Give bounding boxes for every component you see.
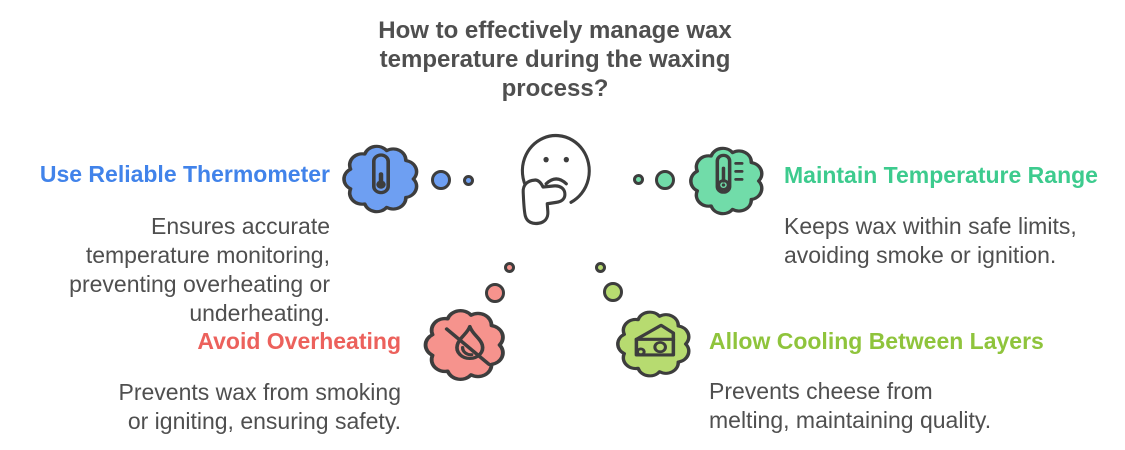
thought-bubble-red [423,309,505,381]
crossed-flame-icon [444,324,491,366]
heading-maintain-temperature-range: Maintain Temperature Range [784,162,1098,188]
thought-dot-lime-large [603,282,623,302]
description-line: Prevents wax from smoking [118,379,401,405]
page-title-line: How to effectively manage wax [378,17,732,44]
heading-use-reliable-thermometer: Use Reliable Thermometer [39,161,330,187]
heading-allow-cooling-between-layers: Allow Cooling Between Layers [709,328,1044,354]
description-line: avoiding smoke or ignition. [784,242,1057,268]
thought-bubble-green [689,146,764,216]
description-avoid-overheating: Prevents wax from smoking or igniting, e… [70,378,401,436]
description-line: or igniting, ensuring safety. [127,408,401,434]
heading-avoid-overheating: Avoid Overheating [197,328,401,354]
thermometer-range-icon [715,153,744,194]
cheese-icon [634,323,676,357]
thought-dot-blue-small [463,175,474,186]
left-eye [543,156,549,163]
thought-bubble-lime [616,310,691,378]
thought-dot-blue-large [431,170,451,190]
description-allow-cooling-between-layers: Prevents cheese from melting, maintainin… [709,377,1109,435]
description-line: Ensures accurate [151,213,330,239]
thought-dot-red-small [504,262,515,273]
right-eye [563,156,569,163]
frown-mouth [544,177,568,186]
head-outline [520,133,591,204]
description-line: underheating. [189,300,330,326]
description-line: Keeps wax within safe limits, [784,213,1077,239]
thought-bubble-blue [342,144,419,214]
description-maintain-temperature-range: Keeps wax within safe limits, avoiding s… [784,212,1125,270]
thought-dot-green-large [655,170,675,190]
thought-dot-green-small [633,174,644,185]
description-use-reliable-thermometer: Ensures accurate temperature monitoring,… [10,212,330,328]
cloud-shape [616,310,691,378]
page-title-line: process? [501,75,609,102]
thought-dot-red-large [485,283,505,303]
description-line: Prevents cheese from [709,378,933,404]
description-line: melting, maintaining quality. [709,407,992,433]
thermometer-icon [372,153,390,195]
description-line: preventing overheating or [69,271,330,297]
page-title: How to effectively manage wax temperatur… [337,16,773,103]
thought-dot-lime-small [595,262,606,273]
thinking-face-icon [520,133,591,226]
description-line: temperature monitoring, [85,242,330,268]
page-title-line: temperature during the waxing [379,46,731,73]
thinking-hand [521,178,567,226]
